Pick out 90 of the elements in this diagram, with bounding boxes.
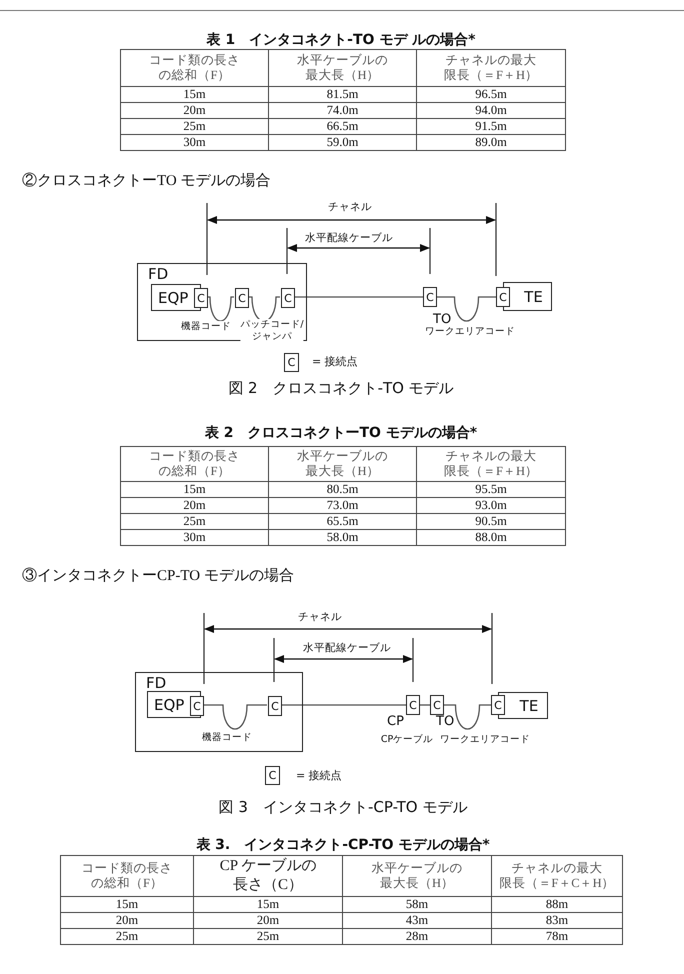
table-cell: 78m: [492, 928, 622, 944]
box-label: FD: [148, 266, 168, 283]
figure-caption: 図 3 インタコネクト-CP-TO モデル: [218, 798, 468, 816]
table-cell: 74.0m: [268, 102, 416, 118]
table-cell: 80.5m: [268, 482, 416, 498]
header-cell: コード類の長さの総和（F）: [120, 50, 268, 86]
table-cell: 20m: [120, 102, 268, 118]
table-cell: 81.5m: [268, 86, 416, 102]
connector-box: C: [423, 287, 437, 307]
section-heading: ②クロスコネクトーTO モデルの場合: [22, 172, 270, 190]
edge-label: 機器コード: [181, 321, 231, 333]
edge-label: ワークエリアコード: [440, 734, 530, 746]
figure-caption: 図 2 クロスコネクト-TO モデル: [228, 379, 454, 397]
table-cell: 20m: [194, 912, 342, 928]
table-cell: 90.5m: [416, 514, 566, 530]
edge-label: 機器コード: [202, 732, 252, 744]
table-cell: 73.0m: [268, 498, 416, 514]
cable: [437, 296, 496, 322]
cable: [203, 704, 267, 730]
legend-text: = 接続点: [296, 768, 342, 784]
table-cell: 93.0m: [416, 498, 566, 514]
header-cell: 水平ケーブルの最大長（H）: [268, 446, 416, 482]
connector-box: C: [194, 288, 208, 308]
table-cell: 25m: [120, 514, 268, 530]
table-cell: 20m: [60, 912, 194, 928]
connector-box: C: [281, 288, 295, 308]
dimension-label: チャネル: [298, 610, 342, 625]
cable: [248, 296, 280, 322]
table-cell: 58m: [342, 896, 492, 912]
connector-box: C: [430, 695, 444, 715]
table-cell: 88.0m: [416, 530, 566, 546]
table-caption: 表 1 インタコネクト-TO モデ ルの場合*: [206, 31, 476, 49]
connector-box: C: [235, 288, 249, 308]
table-cell: 66.5m: [268, 118, 416, 134]
header-cell: チャネルの最大限長（＝F＋H）: [416, 50, 566, 86]
cable: [207, 296, 234, 322]
cable: [281, 704, 406, 706]
table-cell: 96.5m: [416, 86, 566, 102]
legend-text: = 接続点: [312, 354, 358, 370]
cable: [420, 704, 430, 706]
connector-box: C: [284, 353, 299, 372]
edge-label: CPケーブル: [380, 734, 434, 746]
header-cell: CP ケーブルの長さ（C）: [194, 856, 342, 896]
table-cell: 25m: [120, 118, 268, 134]
table-cell: 30m: [120, 530, 268, 546]
dimension-label: チャネル: [328, 200, 372, 215]
connector-box: C: [491, 695, 505, 715]
table-cell: 88m: [492, 896, 622, 912]
table-cell: 25m: [194, 928, 342, 944]
table-caption: 表 2 クロスコネクトーTO モデルの場合*: [204, 424, 478, 442]
connector-box: C: [406, 695, 420, 715]
table-cell: 94.0m: [416, 102, 566, 118]
table-cell: 91.5m: [416, 118, 566, 134]
connector-label: TO: [436, 714, 454, 730]
connector-label: CP: [387, 714, 404, 730]
table-cell: 15m: [194, 896, 342, 912]
table-cell: 83m: [492, 912, 622, 928]
header-cell: 水平ケーブルの最大長（H）: [342, 856, 492, 896]
table-cell: 25m: [60, 928, 194, 944]
section-heading: ③インタコネクトーCP-TO モデルの場合: [22, 567, 294, 585]
dimension-label: 水平配線ケーブル: [303, 641, 391, 656]
table-cell: 59.0m: [268, 134, 416, 150]
cable: [294, 296, 423, 298]
dimension-label: 水平配線ケーブル: [305, 231, 393, 246]
table-cell: 43m: [342, 912, 492, 928]
connector-box: C: [265, 766, 280, 785]
cable: [444, 704, 491, 730]
box-label: FD: [146, 675, 166, 692]
table-caption: 表 3. インタコネクト-CP-TO モデルの場合*: [196, 836, 490, 854]
table-cell: 20m: [120, 498, 268, 514]
header-cell: コード類の長さの総和（F）: [60, 856, 194, 896]
header-cell: 水平ケーブルの最大長（H）: [268, 50, 416, 86]
edge-label: ワークエリアコード: [425, 326, 515, 338]
table-cell: 58.0m: [268, 530, 416, 546]
header-cell: チャネルの最大限長（＝F＋H）: [416, 446, 566, 482]
table-cell: 15m: [120, 482, 268, 498]
table-cell: 15m: [60, 896, 194, 912]
table-cell: 95.5m: [416, 482, 566, 498]
connector-box: C: [496, 287, 510, 307]
connector-box: C: [268, 696, 282, 716]
table-cell: 28m: [342, 928, 492, 944]
edge-label: パッチコード/ジャンパ: [240, 319, 304, 343]
table-cell: 89.0m: [416, 134, 566, 150]
header-cell: コード類の長さの総和（F）: [120, 446, 268, 482]
table-cell: 65.5m: [268, 514, 416, 530]
connector-box: C: [190, 696, 204, 716]
table-cell: 15m: [120, 86, 268, 102]
header-cell: チャネルの最大限長（＝F＋C＋H）: [492, 856, 622, 896]
connector-label: TO: [433, 312, 452, 327]
table-cell: 30m: [120, 134, 268, 150]
